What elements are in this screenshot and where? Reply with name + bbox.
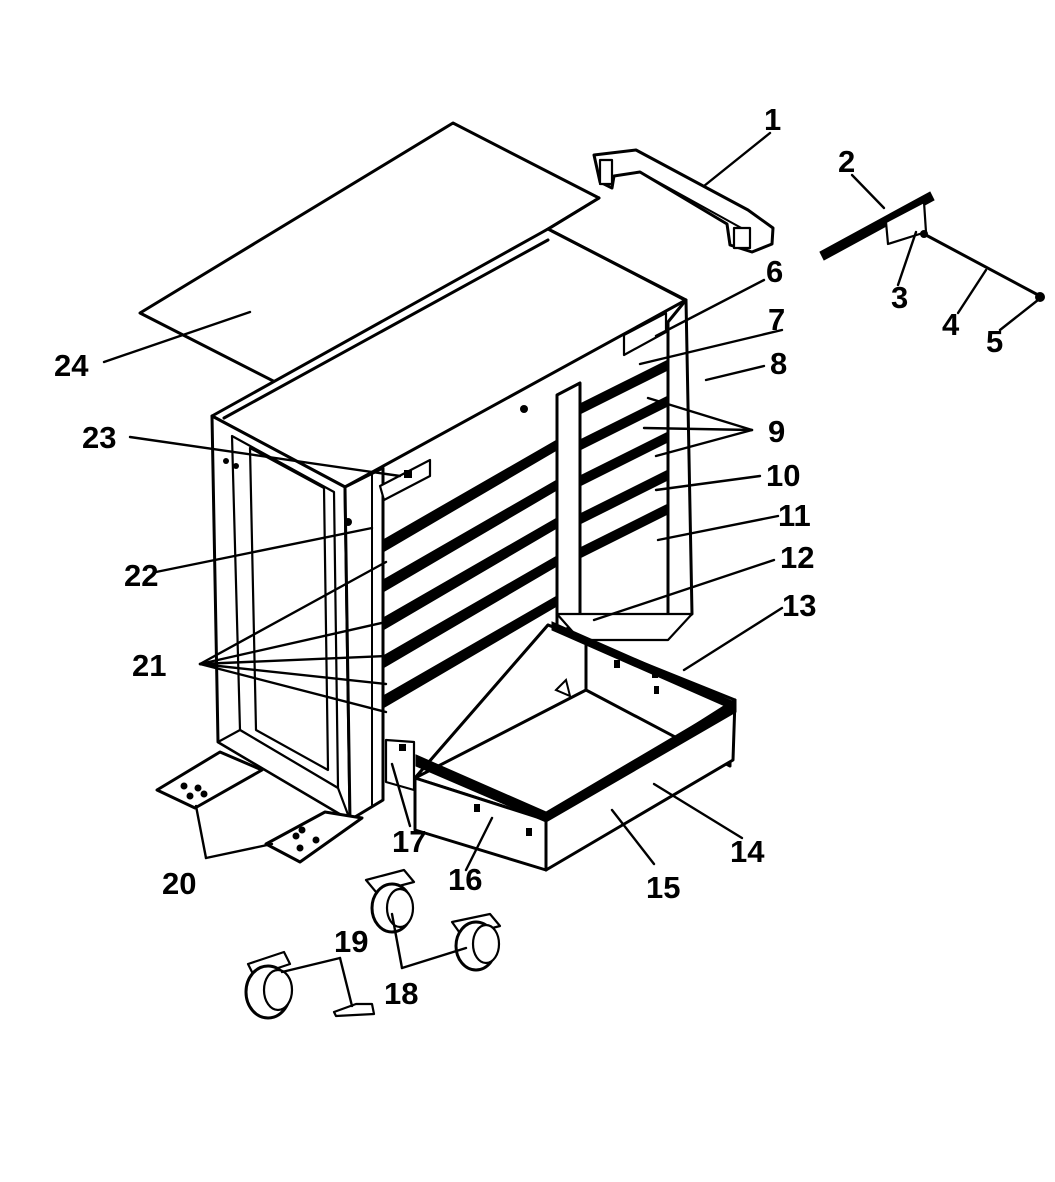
callout-16: 16: [448, 862, 482, 897]
callout-12: 12: [780, 540, 814, 575]
callout-22: 22: [124, 558, 158, 593]
handle: [592, 148, 775, 254]
callout-15: 15: [646, 870, 680, 905]
callout-24: 24: [54, 348, 89, 383]
leader-lines: [102, 131, 1040, 1008]
caster-swivel-front: [364, 868, 416, 934]
callout-5: 5: [986, 324, 1003, 359]
callout-21: 21: [132, 648, 166, 683]
caster-swivel-right: [450, 912, 502, 972]
callout-4: 4: [942, 307, 960, 342]
callout-6: 6: [766, 254, 783, 289]
callout-7: 7: [768, 302, 785, 337]
cabinet-body: [210, 227, 694, 822]
drawer-slats: [382, 359, 669, 709]
callout-numbers: 1 2 3 4 5 6 7 8 9 10 11 12 13 14 15 16 1…: [54, 102, 1003, 1011]
callout-20: 20: [162, 866, 196, 901]
pull-out-drawer: [384, 621, 737, 872]
callout-11: 11: [778, 498, 811, 533]
callout-14: 14: [730, 834, 765, 869]
caster-bolt: [332, 1002, 376, 1018]
callout-19: 19: [334, 924, 368, 959]
callout-3: 3: [891, 280, 908, 315]
drawer-slide-assembly: [819, 191, 1045, 302]
callout-13: 13: [782, 588, 816, 623]
callout-8: 8: [770, 346, 787, 381]
caster-plates: [155, 750, 364, 864]
callout-1: 1: [764, 102, 781, 137]
callout-2: 2: [838, 144, 855, 179]
callout-17: 17: [392, 824, 426, 859]
callout-9: 9: [768, 414, 785, 449]
callout-10: 10: [766, 458, 800, 493]
caster-rigid-left: [244, 950, 294, 1020]
casters: [244, 868, 502, 1020]
callout-23: 23: [82, 420, 116, 455]
callout-18: 18: [384, 976, 418, 1011]
